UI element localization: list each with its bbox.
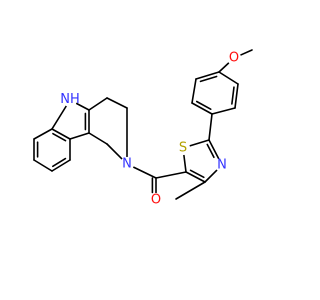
single-bond	[204, 169, 218, 183]
single-bond	[75, 102, 90, 111]
atom-label-s: S	[179, 141, 187, 156]
double-bond	[191, 102, 213, 115]
single-bond	[208, 113, 213, 141]
single-bond	[33, 159, 53, 172]
double-bond-inner-line	[199, 75, 218, 83]
atom-label-o: O	[229, 51, 239, 66]
single-bond	[106, 97, 128, 109]
atom-label-background	[176, 141, 190, 155]
atom-label-nh: NH	[60, 92, 80, 107]
single-bond	[218, 62, 230, 73]
atom-label-layer: NH N O S N O	[60, 51, 241, 208]
double-bond	[208, 139, 220, 160]
single-bond	[155, 171, 187, 179]
atom-label-background	[63, 93, 77, 107]
atom-label-background	[215, 158, 229, 172]
double-bond	[195, 71, 220, 80]
double-bond	[185, 171, 206, 183]
single-bond	[106, 143, 123, 160]
single-bond	[183, 154, 187, 173]
atom-label-background	[149, 193, 163, 207]
atom-label-background	[120, 157, 134, 171]
atom-label-n: N	[122, 157, 132, 172]
single-bond	[33, 128, 53, 140]
single-bond	[88, 132, 108, 145]
single-bond	[175, 181, 206, 200]
molecule-structure-diagram: NH N O S N O	[33, 49, 253, 208]
atom-label-n: N	[217, 158, 227, 173]
single-bond	[69, 132, 90, 140]
double-bond-inner-line	[52, 157, 67, 168]
single-bond	[211, 107, 236, 115]
double-bond-inner-line	[195, 100, 212, 110]
double-bond-inner-line	[231, 86, 235, 105]
bond-layer	[33, 49, 253, 200]
double-bond	[51, 159, 71, 172]
single-bond	[88, 97, 108, 111]
single-bond	[189, 139, 210, 147]
single-bond	[240, 49, 253, 56]
double-bond	[51, 128, 71, 140]
double-bond-inner-line	[206, 143, 215, 159]
double-bond	[234, 83, 239, 109]
single-bond	[218, 71, 239, 85]
single-bond	[51, 105, 67, 130]
atom-label-background	[227, 51, 241, 65]
double-bond-inner-line	[52, 132, 67, 142]
double-bond-inner-line	[189, 169, 205, 179]
single-bond	[132, 166, 157, 179]
atom-label-o: O	[151, 193, 161, 208]
single-bond	[191, 78, 197, 104]
